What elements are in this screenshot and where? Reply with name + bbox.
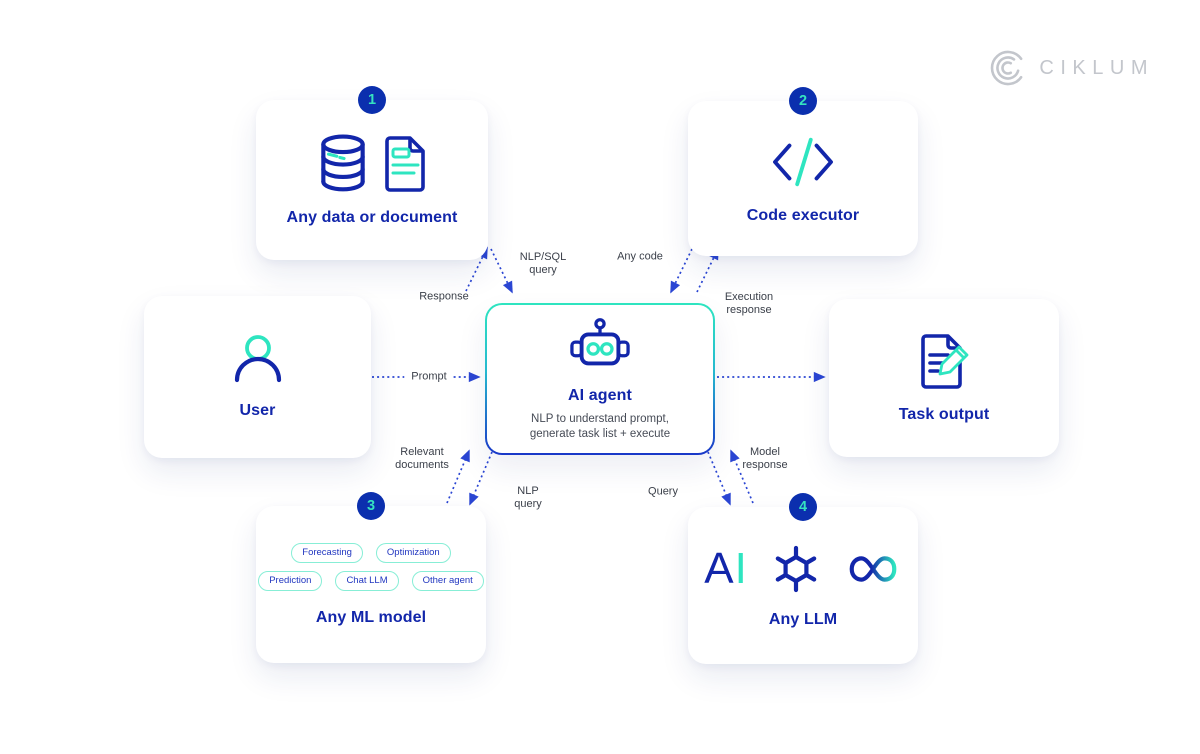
arrow-llm-to-agent — [730, 449, 754, 504]
ml-tag: Other agent — [411, 570, 484, 591]
arrow-agent-to-ml — [469, 451, 493, 506]
document-icon — [385, 135, 425, 192]
node-any-ml-model: 3 Forecasting Optimization Prediction Ch… — [256, 492, 486, 663]
ml-tags: Forecasting Optimization Prediction Chat… — [258, 542, 484, 591]
arrow-agent-to-llm — [707, 451, 731, 506]
brand-logo: CIKLUM — [988, 48, 1154, 88]
user-icon — [234, 335, 281, 383]
data-doc-icons — [316, 134, 428, 194]
node-title: Any data or document — [286, 208, 458, 226]
ml-tag: Prediction — [258, 570, 323, 591]
edge-label-relevant-documents: Relevant documents — [395, 445, 449, 471]
arrow-data-to-agent — [490, 248, 513, 294]
edge-label-execution-response: Execution response — [724, 290, 774, 316]
ai-agent-subtitle: NLP to understand prompt, generate task … — [529, 412, 671, 440]
ml-tag: Chat LLM — [335, 570, 399, 591]
step-badge-1: 1 — [358, 86, 386, 114]
arrow-ml-to-agent — [446, 449, 470, 504]
edge-label-query: Query — [648, 485, 678, 498]
edge-label-any-code: Any code — [617, 250, 663, 263]
node-title: Any LLM — [768, 610, 838, 628]
edge-label-nlp-query: NLP query — [514, 484, 542, 510]
node-code-executor: 2 Code executor — [688, 87, 918, 256]
openai-logo-icon — [775, 545, 817, 592]
edge-label-prompt: Prompt — [404, 369, 454, 385]
node-title: Any ML model — [315, 608, 427, 626]
step-badge-4: 4 — [789, 493, 817, 521]
node-user: User — [144, 296, 371, 458]
robot-icon — [570, 317, 630, 365]
document-pencil-icon — [921, 333, 969, 389]
node-ai-agent: AI agent NLP to understand prompt, gener… — [485, 303, 715, 455]
node-title: User — [239, 402, 276, 419]
code-brackets-icon — [773, 137, 833, 186]
node-task-output: Task output — [829, 299, 1059, 457]
node-title: Code executor — [746, 206, 860, 224]
node-title: AI agent — [568, 386, 632, 404]
ai-agent-inner: AI agent NLP to understand prompt, gener… — [487, 305, 713, 453]
node-any-data-or-document: 1 — [256, 86, 488, 260]
edge-label-model-response: Model response — [742, 445, 788, 471]
llm-logos: AI — [704, 543, 902, 595]
meta-infinity-icon — [849, 555, 897, 582]
database-icon — [321, 134, 365, 191]
ml-tag: Optimization — [375, 542, 451, 563]
ml-tag: Forecasting — [291, 542, 363, 563]
node-any-llm: 4 AI — [688, 493, 918, 664]
step-badge-2: 2 — [789, 87, 817, 115]
node-title: Task output — [898, 405, 990, 423]
ai-text-logo: AI — [704, 543, 748, 593]
edge-label-nlp-sql-query: NLP/SQL query — [519, 250, 567, 276]
arrow-code-to-agent — [670, 248, 693, 294]
step-badge-3: 3 — [357, 492, 385, 520]
edge-label-response: Response — [419, 290, 469, 303]
brand-name: CIKLUM — [1039, 56, 1154, 79]
ciklum-mark-icon — [991, 50, 1023, 86]
